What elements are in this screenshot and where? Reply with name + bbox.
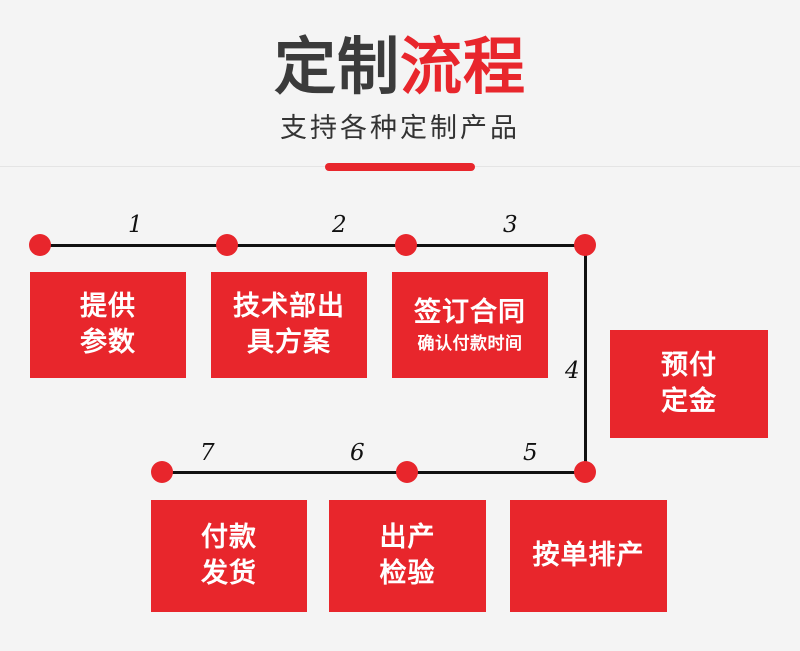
flow-node-4[interactable] [574, 234, 596, 256]
header-accent-bar [325, 163, 475, 171]
flow-node-1[interactable] [29, 234, 51, 256]
step-number-7: 7 [200, 440, 215, 466]
flow-step-4-label: 预付 定金 [661, 350, 717, 417]
page-header: 定制流程 支持各种定制产品 [0, 0, 800, 171]
page-title: 定制流程 [0, 30, 800, 104]
flow-step-box-3[interactable]: 签订合同 确认付款时间 [392, 272, 548, 378]
flow-step-2-label: 技术部出 具方案 [233, 291, 345, 358]
step-number-1: 1 [128, 212, 143, 238]
connector-line-right [584, 244, 587, 472]
flow-step-box-7[interactable]: 付款 发货 [151, 500, 307, 612]
flow-step-box-4[interactable]: 预付 定金 [610, 330, 768, 438]
flow-step-6-label: 出产 检验 [379, 522, 436, 589]
connector-line-bottom [162, 471, 585, 474]
page-subtitle: 支持各种定制产品 [280, 113, 520, 144]
flow-step-box-1[interactable]: 提供 参数 [30, 272, 186, 378]
flow-node-2[interactable] [216, 234, 238, 256]
flow-step-1-label: 提供 参数 [80, 291, 136, 358]
flow-node-7[interactable] [151, 461, 173, 483]
step-number-2: 2 [332, 212, 347, 238]
flow-step-3-sublabel: 确认付款时间 [417, 333, 523, 354]
page-title-dark: 定制 [273, 30, 400, 103]
flow-step-box-6[interactable]: 出产 检验 [329, 500, 486, 612]
step-number-6: 6 [350, 440, 365, 466]
flow-step-box-5[interactable]: 按单排产 [510, 500, 667, 612]
flow-step-3-label: 签订合同 [414, 296, 526, 328]
flow-node-3[interactable] [395, 234, 417, 256]
flow-step-5-label: 按单排产 [532, 540, 645, 571]
step-number-3: 3 [503, 212, 518, 238]
flow-step-box-2[interactable]: 技术部出 具方案 [211, 272, 367, 378]
connector-line-top [40, 244, 585, 247]
flow-diagram: 1 2 3 4 5 6 7 提供 参数 技术部出 具方案 签订合同 确认付款时间… [0, 170, 800, 651]
flow-node-6[interactable] [396, 461, 418, 483]
flow-node-5[interactable] [574, 461, 596, 483]
step-number-4: 4 [565, 358, 580, 384]
page-title-red: 流程 [400, 30, 527, 103]
flow-step-7-label: 付款 发货 [201, 522, 257, 589]
step-number-5: 5 [523, 440, 538, 466]
